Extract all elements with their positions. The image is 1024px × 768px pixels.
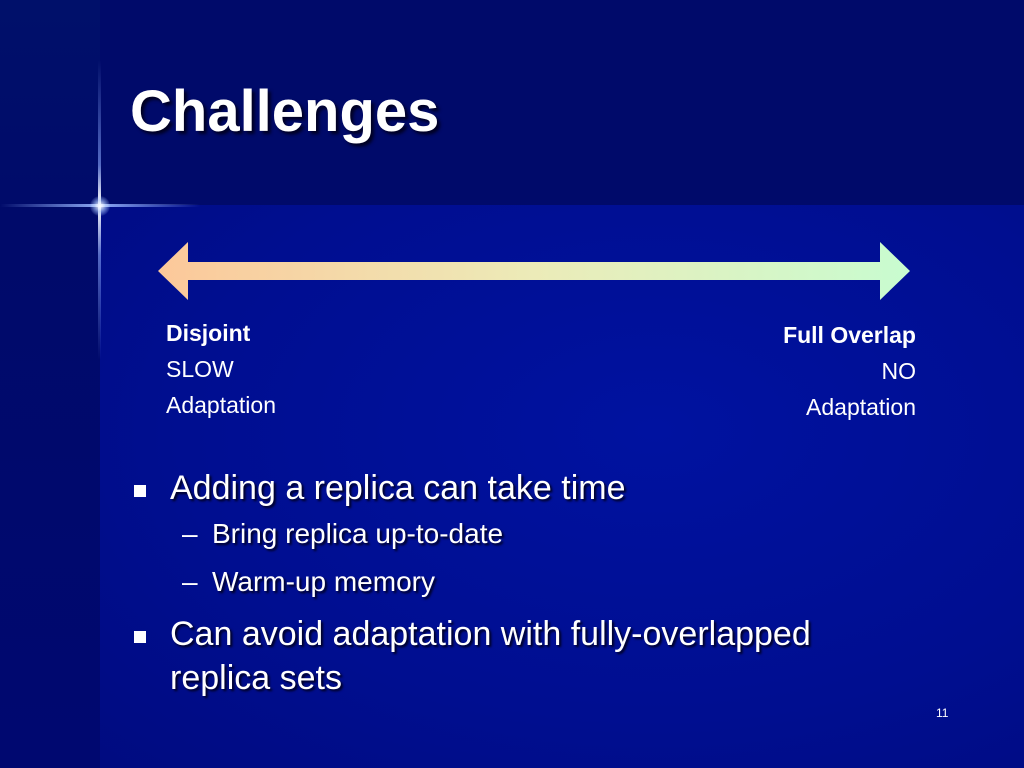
bullet-item: Can avoid adaptation with fully-overlapp…: [132, 612, 932, 700]
sub-bullet-item: – Warm-up memory: [132, 558, 932, 606]
spectrum-left-label: Disjoint SLOW Adaptation: [166, 315, 276, 423]
disjoint-line2: Adaptation: [166, 392, 276, 418]
slide-title: Challenges: [130, 79, 440, 144]
square-bullet-icon: [134, 631, 146, 643]
full-overlap-line1: NO: [881, 358, 917, 384]
bullet-list: Adding a replica can take time – Bring r…: [132, 466, 932, 700]
sub-bullet-text: Bring replica up-to-date: [212, 518, 504, 549]
sub-bullet-text: Warm-up memory: [212, 566, 435, 597]
disjoint-line1: SLOW: [166, 356, 234, 382]
left-band: [0, 0, 100, 768]
disjoint-heading: Disjoint: [166, 320, 251, 346]
full-overlap-line2: Adaptation: [806, 394, 916, 420]
bullet-text-line1: Can avoid adaptation with fully-overlapp…: [170, 615, 811, 653]
bullet-text: Adding a replica can take time: [170, 469, 626, 507]
sparkle-icon: [90, 196, 110, 216]
sub-bullet-item: – Bring replica up-to-date: [132, 510, 932, 558]
full-overlap-heading: Full Overlap: [783, 322, 916, 348]
header-band: [0, 0, 1024, 205]
page-number: 11: [936, 706, 949, 720]
double-headed-arrow-icon: [158, 242, 910, 300]
square-bullet-icon: [134, 485, 146, 497]
bullet-item: Adding a replica can take time: [132, 466, 932, 510]
spectrum-right-label: Full Overlap NO Adaptation: [783, 317, 916, 425]
bullet-text-line2: replica sets: [170, 659, 342, 697]
dash-glyph: –: [182, 518, 198, 549]
dash-glyph: –: [182, 566, 198, 597]
content-panel: [100, 205, 1024, 768]
